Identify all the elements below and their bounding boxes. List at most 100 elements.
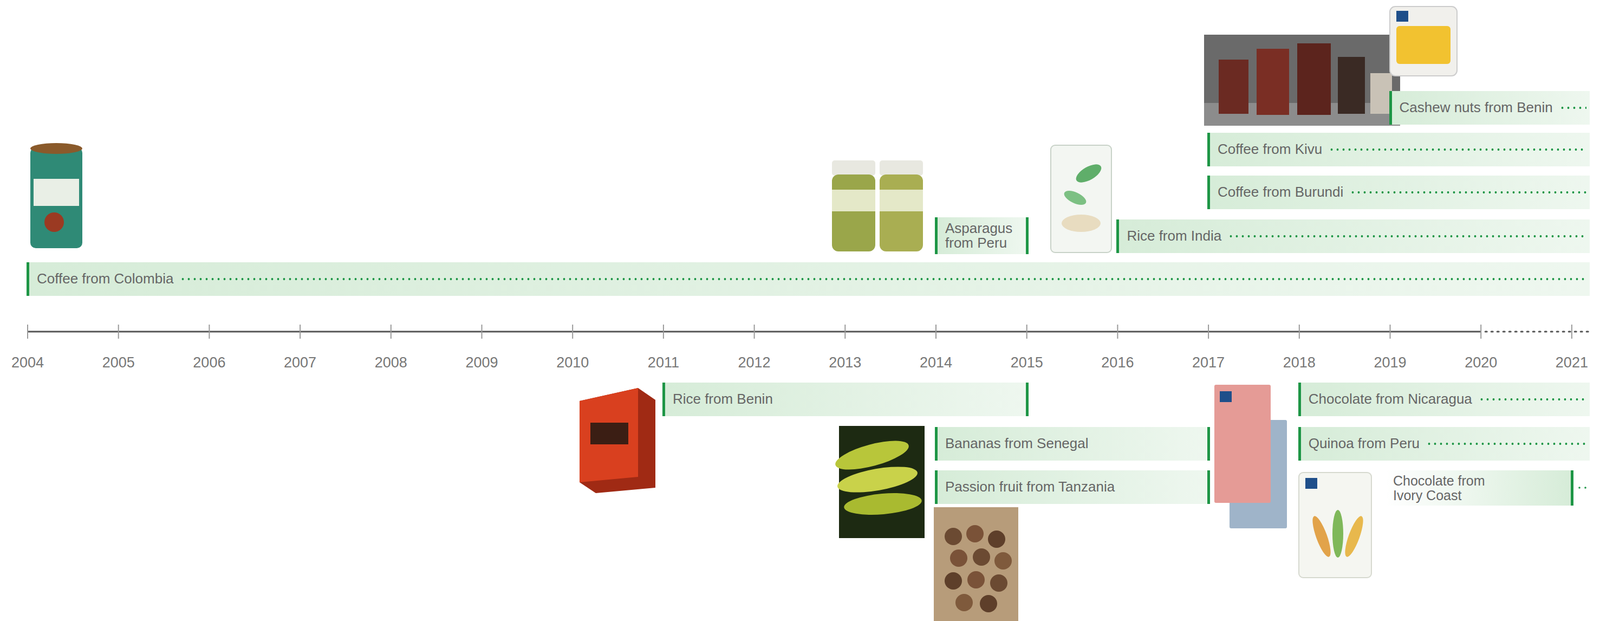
rice-box [579,387,656,493]
continuation-dots [1227,234,1587,238]
box-front [579,387,639,483]
tub-logo [1396,10,1409,22]
band-label: Coffee from Burundi [1217,184,1344,200]
year-label: 2017 [1175,354,1241,372]
bag-body [1298,472,1372,578]
fruit [994,551,1012,570]
year-label: 2010 [540,354,606,372]
dot [1584,486,1587,489]
axis-tick [935,324,937,339]
year-label: 2006 [176,354,242,372]
sack [933,506,1019,621]
axis-tick [571,324,574,339]
axis-continuation [1485,330,1590,333]
year-label: 2018 [1266,354,1332,372]
year-label: 2012 [722,354,788,372]
timeline-band: Bananas from Senegal [934,426,1211,461]
timeline-band: Rice from India [1116,219,1590,253]
jar-label [879,189,923,212]
year-label: 2007 [267,354,333,372]
chocolate-bars [1214,384,1287,529]
can-spoon [44,212,64,232]
band-label: Bananas from Senegal [945,436,1089,451]
band-label: Cashew nuts from Benin [1399,100,1553,115]
passion-fruit-photo [933,506,1019,621]
leaf [1072,160,1104,187]
box-side [579,387,656,493]
axis-tick [1026,324,1028,339]
timeline-band: Coffee from Colombia [26,262,1590,296]
banana [835,461,920,497]
axis-tick [481,324,483,339]
fruit [944,571,962,590]
banana [843,490,923,518]
timeline-band: Coffee from Kivu [1207,132,1590,167]
jar-body [831,174,876,252]
continuation-dots [1478,397,1587,401]
box-window [590,422,629,445]
fruit [967,570,985,589]
band-label: Quinoa from Peru [1308,436,1420,451]
year-label: 2014 [903,354,969,372]
fruit [979,594,998,613]
axis-tick [1389,324,1391,339]
timeline-band: Cashew nuts from Benin [1389,90,1591,125]
can-lid [30,142,83,154]
fruit [987,530,1006,548]
band-label: Chocolate from Nicaragua [1308,391,1473,407]
continuation-dots [1349,190,1587,194]
tub [1389,6,1458,76]
jar-body [879,174,923,252]
coffee-bag [1256,48,1290,115]
timeline-band: Passion fruit from Tanzania [934,470,1211,504]
year-label: 2011 [631,354,697,372]
bar-logo [1219,391,1232,402]
band-label: Coffee from Kivu [1217,141,1323,157]
quinoa-bag [1298,472,1372,578]
axis-tick [662,324,665,339]
axis-tick [390,324,392,339]
dot [1578,486,1581,489]
bag-body [1050,145,1112,253]
asparagus-jars [831,160,923,252]
axis-tick [753,324,756,339]
bananas-photo [832,425,925,538]
band-label: Coffee from Colombia [36,271,174,286]
photo-ground [1204,34,1401,126]
band-label: Chocolate from Ivory Coast [1393,473,1502,503]
grain-stalk [1332,509,1344,558]
year-label: 2005 [86,354,152,372]
continuation-dots [1426,441,1587,446]
can-label [33,178,80,206]
continuation-dots [1578,486,1587,489]
year-label: 2019 [1357,354,1423,372]
fruit [944,527,962,545]
fruit [950,549,968,567]
fruit [972,548,991,566]
coffee-bag [1297,43,1331,115]
axis-tick [1116,324,1118,339]
axis-tick [1571,324,1573,339]
coffee-bag [1337,56,1365,114]
timeline-band: Chocolate from Nicaragua [1298,382,1590,416]
axis-tick [299,324,301,339]
timeline-band: Coffee from Burundi [1207,175,1590,210]
can-body [30,147,83,249]
timeline-band: Chocolate from Ivory Coast [1385,470,1574,506]
rice-bag [1050,145,1112,253]
band-label: Passion fruit from Tanzania [945,479,1115,494]
year-label: 2009 [449,354,515,372]
axis-tick [844,324,846,339]
timeline-band: Asparagus from Peru [934,217,1029,255]
coffee-can [30,142,83,249]
continuation-dots [179,277,1587,281]
band-label: Rice from Benin [672,391,773,407]
coffee-bag [1218,59,1249,114]
axis-tick [118,324,120,339]
band-label: Rice from India [1126,228,1222,244]
axis-tick [1480,324,1482,339]
fruit [955,593,973,611]
band-label: Asparagus from Peru [945,220,1021,251]
